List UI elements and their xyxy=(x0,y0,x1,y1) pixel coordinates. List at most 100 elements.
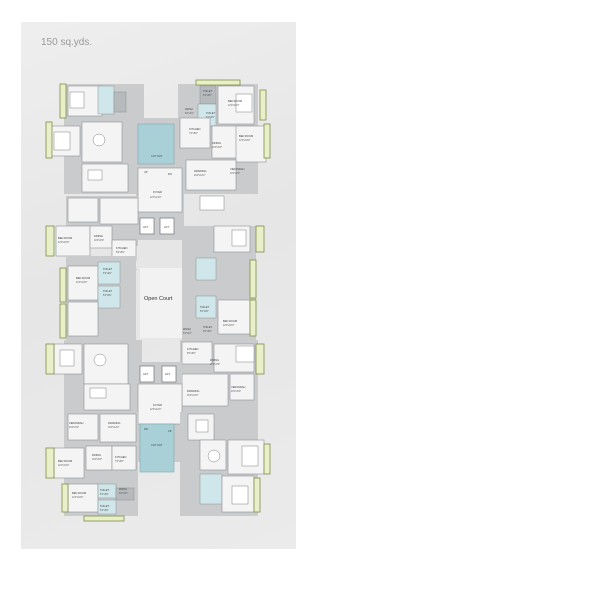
ml-toilet-1 xyxy=(97,261,121,285)
middle-block: BED ROOM 12'0"x16'0" DINING 10'0"x8'0" K… xyxy=(45,196,265,346)
ml-label-bedroom-2: BED ROOM xyxy=(76,276,90,280)
bottom-foyer-dim: 12'0"x12'0" xyxy=(150,409,162,411)
bl-balcony-2 xyxy=(61,483,69,513)
bl-label-wash: WASH xyxy=(119,487,127,491)
mr-bedroom xyxy=(217,299,251,335)
mr-label-kitchen: KITCHEN xyxy=(187,347,199,351)
tr-dim-toilet: 5'0"x8'0" xyxy=(203,95,212,97)
lr-bed-furn xyxy=(235,345,255,363)
top-lift-1-label: LIFT xyxy=(143,225,149,229)
bottom-cutout xyxy=(139,423,175,473)
tr-sofa xyxy=(199,195,225,211)
br-bed-2 xyxy=(231,485,249,505)
tl-balcony-1 xyxy=(59,83,67,119)
tl-sofa xyxy=(87,169,103,181)
mr-label-drawing: DRAWING xyxy=(187,389,199,393)
bl-toilet-2 xyxy=(97,499,117,515)
mr-label-dining: DINING xyxy=(210,358,219,362)
tl-wash xyxy=(113,91,127,113)
tr-kitchen xyxy=(179,117,211,149)
ml-label-bedroom: BED ROOM xyxy=(58,236,72,240)
mr-dim-bedroom: 12'0"x16'0" xyxy=(223,325,235,327)
bottom-lift-2-label: LIFT xyxy=(165,372,171,376)
bl-label-verandah: VERANDAH xyxy=(69,421,84,425)
top-up-label: UP xyxy=(144,170,148,174)
tr-label-dining: DINING xyxy=(212,141,221,145)
bottom-block: VERANDAH 10'0"x6'0" DRAWING 16'0"x12'0" … xyxy=(45,412,271,522)
bl-dim-toilet-2: 5'0"x8'0" xyxy=(100,510,109,512)
area-label: 150 sq.yds. xyxy=(41,37,93,48)
lower-middle-block: WASH 5'0"x4'0" KITCHEN 8'0"x8'0" DINING … xyxy=(45,327,265,473)
ml-label-toilet-2: TOILET xyxy=(103,289,112,293)
tr-label-verandah: VERANDAH xyxy=(230,167,245,171)
mr-dim-toilet-2: 5'0"x8'0" xyxy=(203,331,212,333)
ml-toilet-2 xyxy=(97,285,121,309)
bl-balcony-3 xyxy=(83,515,125,522)
bottom-foyer-label: FOYER xyxy=(153,403,162,407)
bl-dim-bedroom: 12'0"x16'0" xyxy=(58,465,70,467)
br-dining-table xyxy=(207,449,221,463)
lr-verandah xyxy=(229,373,255,401)
lr-balcony xyxy=(255,343,265,375)
bl-dim-bedroom-2: 12'0"x16'0" xyxy=(72,497,84,499)
br-toilet xyxy=(199,473,223,505)
bl-dim-kitchen: 7'0"x8'0" xyxy=(115,461,124,463)
tl-bed-2 xyxy=(53,131,71,151)
mr-label-verandah: VERANDAH xyxy=(231,385,246,389)
tr-dim-dining: 10'0"x8'0" xyxy=(212,147,222,149)
mr-label-toilet: TOILET xyxy=(200,305,209,309)
tr-label-toilet: TOILET xyxy=(203,89,212,93)
mr-dim-verandah: 10'0"x6'0" xyxy=(231,391,241,393)
bl-label-kitchen: KITCHEN xyxy=(115,455,127,459)
tr-bedroom-2 xyxy=(235,125,267,163)
ml-balcony xyxy=(45,225,55,257)
mr-toilet-1 xyxy=(195,257,217,281)
tr-label-bedroom-2: BED ROOM xyxy=(239,134,253,138)
mr-balcony-3 xyxy=(249,299,257,337)
tl-balcony-2 xyxy=(45,121,53,159)
tl-bed xyxy=(69,91,85,109)
top-lift-2 xyxy=(159,217,175,235)
tr-dim-drawing: 16'0"x12'0" xyxy=(194,175,206,177)
tr-balcony-1 xyxy=(195,79,241,86)
bl-label-toilet-1: TOILET xyxy=(100,488,109,492)
tr-balcony-2 xyxy=(259,89,267,121)
mr-label-bedroom: BED ROOM xyxy=(223,319,237,323)
ml-dim-kitchen: 8'0"x8'0" xyxy=(116,252,125,254)
mr-balcony-1 xyxy=(255,225,265,253)
ll-sofa xyxy=(89,387,107,399)
mr-label-toilet-2: TOILET xyxy=(203,325,212,329)
top-lift-2-label: LIFT xyxy=(164,225,170,229)
bl-dim-drawing: 16'0"x12'0" xyxy=(108,427,120,429)
mr-dim-drawing: 16'0"x12'0" xyxy=(187,395,199,397)
tr-dim-bedroom-2: 12'0"x16'0" xyxy=(239,140,251,142)
ml-dining xyxy=(89,225,113,249)
ml-balcony-2 xyxy=(59,267,67,303)
mr-balcony-2 xyxy=(249,259,257,299)
tr-label-bedroom: BED ROOM xyxy=(228,99,242,103)
tl-toilet xyxy=(97,85,115,115)
bottom-lift-2 xyxy=(161,365,177,383)
mr-dim-toilet: 5'0"x8'0" xyxy=(200,311,209,313)
top-foyer-dim: 12'0"x13'0" xyxy=(150,197,162,199)
bl-bedroom xyxy=(53,447,85,479)
bl-label-toilet-2: TOILET xyxy=(100,504,109,508)
mr-label-wash: WASH xyxy=(183,327,191,331)
tr-label-drawing: DRAWING xyxy=(194,169,206,173)
tr-label-kitchen: KITCHEN xyxy=(189,127,201,131)
ml-bedroom xyxy=(55,225,91,257)
br-balcony-2 xyxy=(253,477,261,513)
tr-balcony-3 xyxy=(263,123,271,159)
bottom-up-label: UP xyxy=(168,429,172,433)
ml-label-kitchen: KITCHEN xyxy=(116,246,128,250)
bl-label-bedroom-2: BED ROOM xyxy=(72,491,86,495)
mr-bed-upper-furn xyxy=(231,229,247,247)
br-bed xyxy=(241,445,259,467)
bl-dim-wash: 8'0"x4'0" xyxy=(119,493,128,495)
bl-label-drawing: DRAWING xyxy=(108,421,120,425)
ll-dining-table xyxy=(93,353,107,367)
mr-dim-dining: 10'0"x8'0" xyxy=(210,364,220,366)
tl-dining-table xyxy=(92,133,106,147)
lr-drawing xyxy=(181,373,229,407)
